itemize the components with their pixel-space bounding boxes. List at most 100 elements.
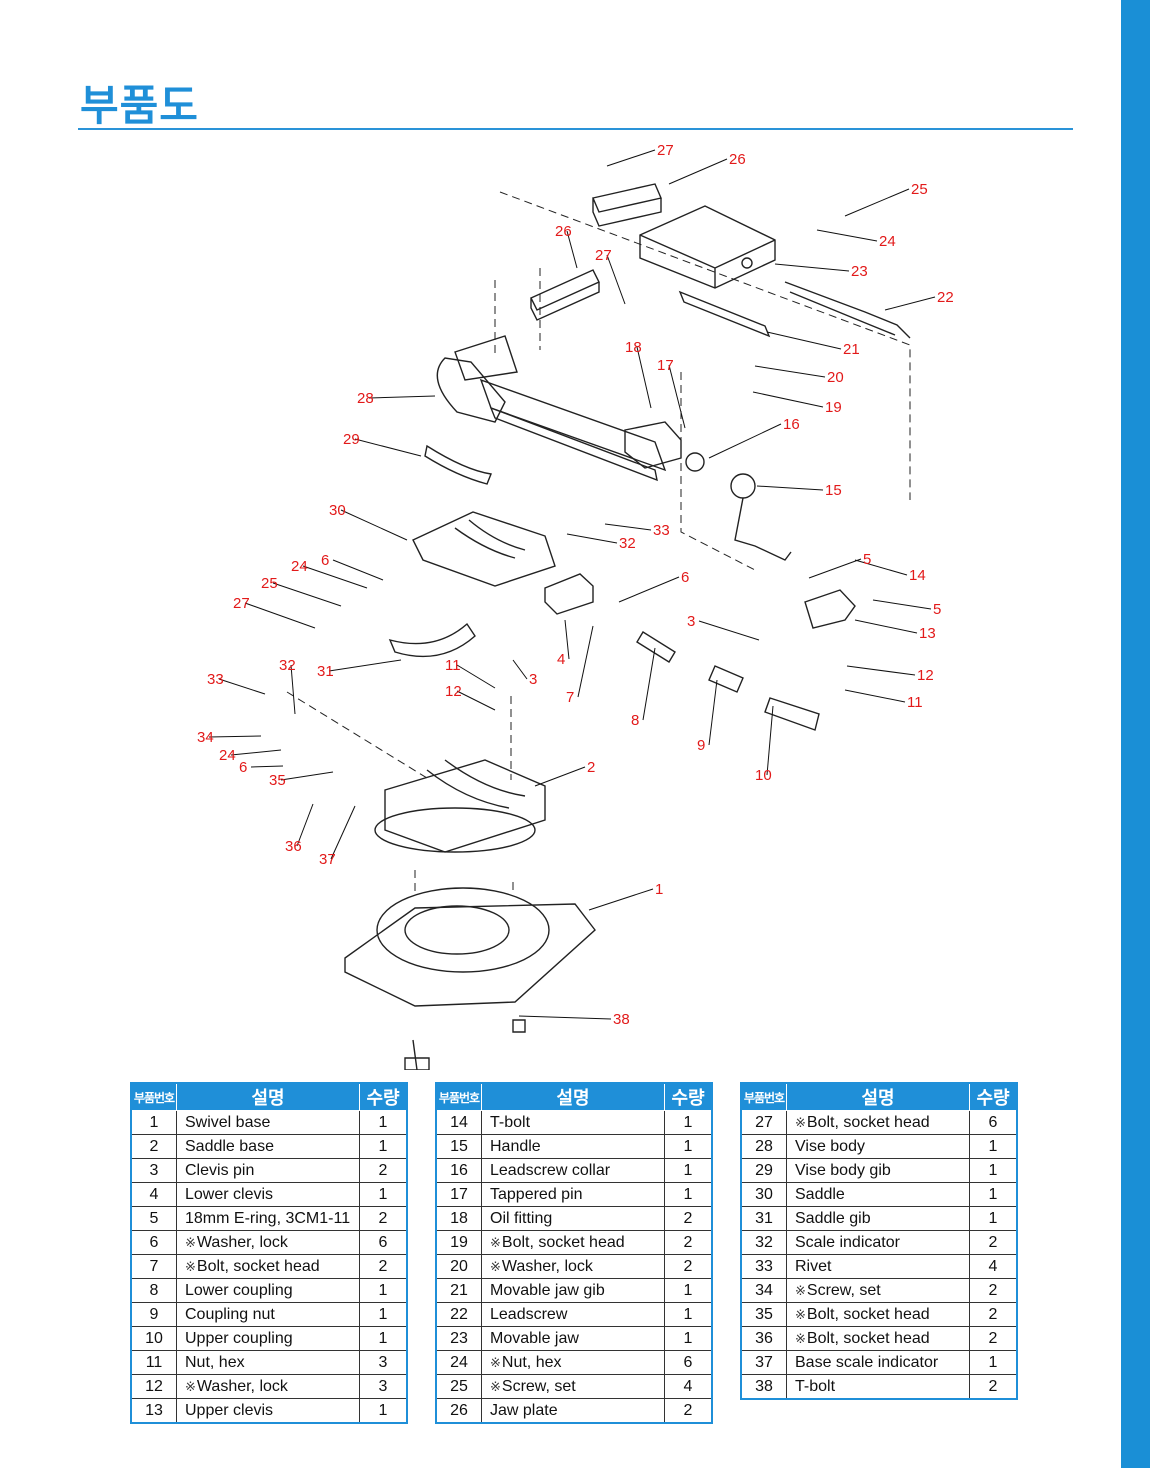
callout-leader-line: [636, 346, 652, 409]
part-number: 37: [740, 1350, 787, 1375]
part-quantity: 1: [359, 1182, 408, 1207]
part-number: 23: [435, 1326, 482, 1351]
callout-leader-line: [854, 559, 908, 576]
callout-leader-line: [816, 229, 878, 242]
part-callout-label: 32: [619, 535, 636, 552]
part-number: 25: [435, 1374, 482, 1399]
part-quantity: 1: [969, 1206, 1018, 1231]
part-quantity: 1: [359, 1302, 408, 1327]
callout-leader-line: [766, 331, 842, 350]
callout-leader-line: [854, 619, 918, 634]
part-quantity: 4: [969, 1254, 1018, 1279]
part-callout-label: 4: [557, 651, 565, 668]
part-callout-label: 26: [729, 151, 746, 168]
reference-mark: ※: [795, 1330, 806, 1346]
part-description-text: Bolt, socket head: [501, 1233, 625, 1251]
part-description: Rivet: [786, 1254, 970, 1279]
part-callout-label: 6: [321, 552, 329, 569]
part-number: 10: [130, 1326, 177, 1351]
callout-leader-line: [618, 576, 680, 603]
part-description-text: Washer, lock: [501, 1257, 593, 1275]
part-number: 4: [130, 1182, 177, 1207]
part-callout-label: 33: [653, 522, 670, 539]
part-number: 34: [740, 1278, 787, 1303]
part-description-text: 18mm E-ring, 3CM1-11: [185, 1209, 351, 1227]
part-quantity: 2: [359, 1158, 408, 1183]
part-callout-label: 3: [687, 613, 695, 630]
part-description-text: Bolt, socket head: [806, 1113, 930, 1131]
part-description-text: Vise body: [795, 1137, 865, 1155]
part-description-text: Washer, lock: [196, 1377, 288, 1395]
part-quantity: 1: [969, 1350, 1018, 1375]
callout-leader-line: [606, 149, 656, 167]
part-description-text: Bolt, socket head: [806, 1305, 930, 1323]
callout-leader-line: [846, 665, 916, 676]
part-description: Oil fitting: [481, 1206, 665, 1231]
part-description: Coupling nut: [176, 1302, 360, 1327]
reference-mark: ※: [795, 1282, 806, 1298]
col-quantity-header: 수량: [969, 1082, 1018, 1111]
part-description: Base scale indicator: [786, 1350, 970, 1375]
part-description: Vise body gib: [786, 1158, 970, 1183]
callout-leader-line: [668, 364, 686, 429]
part-description: ※Washer, lock: [176, 1374, 360, 1399]
part-quantity: 3: [359, 1350, 408, 1375]
col-part-number-header: 부품번호: [130, 1082, 177, 1111]
part-number: 21: [435, 1278, 482, 1303]
part-description: Leadscrew collar: [481, 1158, 665, 1183]
part-description: Vise body: [786, 1134, 970, 1159]
callout-leader-line: [340, 509, 408, 541]
part-quantity: 2: [969, 1278, 1018, 1303]
part-number: 27: [740, 1110, 787, 1135]
callout-leader-line: [456, 664, 496, 689]
reference-mark: ※: [185, 1234, 196, 1250]
part-description-text: Saddle base: [185, 1137, 274, 1155]
part-callout-label: 14: [909, 567, 926, 584]
callout-leader-line: [668, 158, 728, 185]
callout-leader-line: [328, 659, 402, 672]
part-callout-label: 24: [219, 747, 236, 764]
part-callout-label: 24: [879, 233, 896, 250]
part-description: Handle: [481, 1134, 665, 1159]
callout-leader-line: [754, 365, 826, 378]
callout-leader-line: [512, 659, 528, 680]
part-callout-label: 25: [911, 181, 928, 198]
part-quantity: 2: [664, 1254, 713, 1279]
part-quantity: 2: [969, 1230, 1018, 1255]
part-number: 5: [130, 1206, 177, 1231]
part-number: 15: [435, 1134, 482, 1159]
callout-leader-line: [872, 599, 932, 610]
part-description-text: Washer, lock: [196, 1233, 288, 1251]
part-description: ※Bolt, socket head: [786, 1110, 970, 1135]
part-quantity: 1: [664, 1326, 713, 1351]
callout-leader-line: [606, 254, 626, 305]
part-description-text: Bolt, socket head: [196, 1257, 320, 1275]
part-number: 30: [740, 1182, 787, 1207]
part-callout-label: 34: [197, 729, 214, 746]
part-callout-label: 5: [933, 601, 941, 618]
col-description-header: 설명: [176, 1082, 360, 1111]
part-description: Saddle: [786, 1182, 970, 1207]
callout-leader-line: [752, 391, 824, 408]
callout-leader-line: [330, 805, 356, 860]
col-description-header: 설명: [786, 1082, 970, 1111]
part-callout-label: 22: [937, 289, 954, 306]
reference-mark: ※: [490, 1354, 501, 1370]
col-part-number-header: 부품번호: [740, 1082, 787, 1111]
part-number: 35: [740, 1302, 787, 1327]
reference-mark: ※: [795, 1306, 806, 1322]
part-quantity: 1: [969, 1182, 1018, 1207]
part-quantity: 2: [664, 1206, 713, 1231]
